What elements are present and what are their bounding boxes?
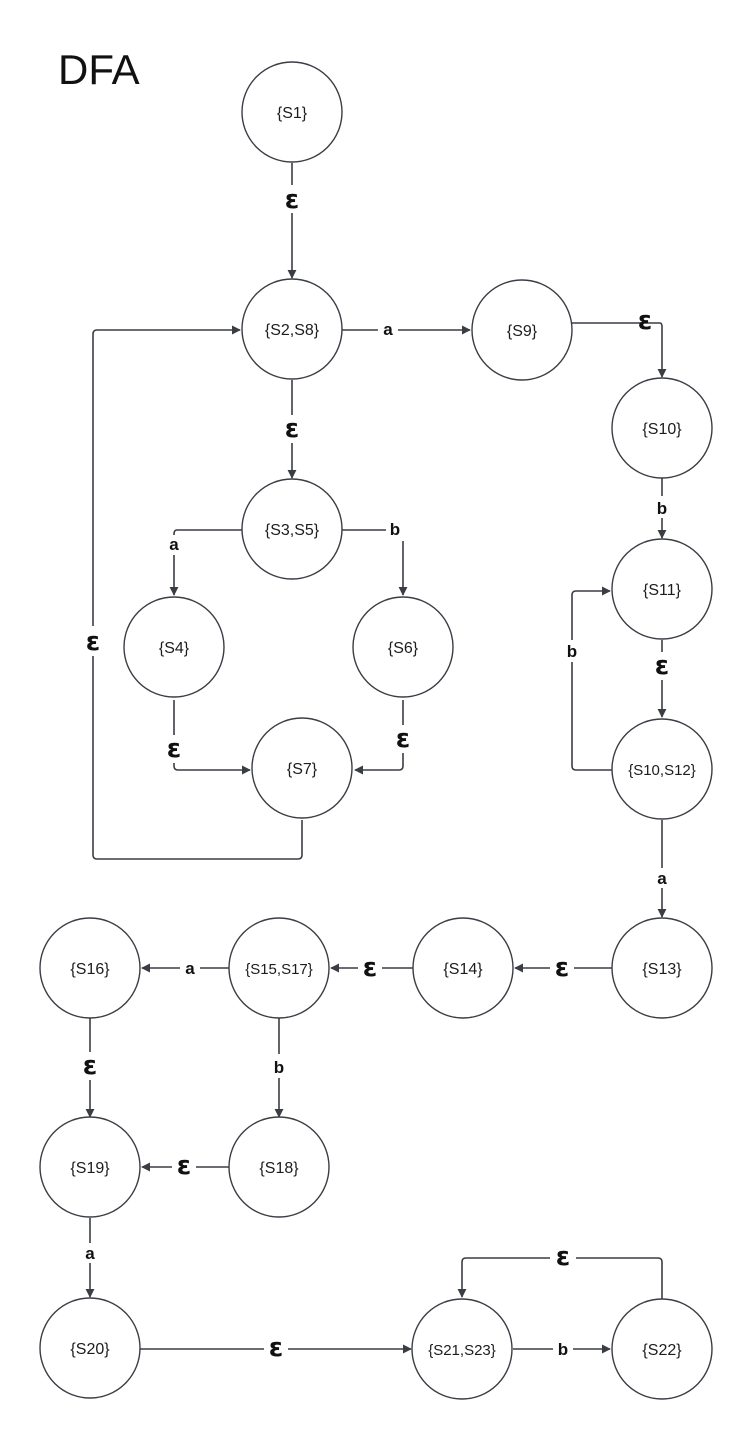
label-s15s17-s18: b [274,1058,284,1077]
state-s14: {S14} [412,917,514,1019]
label-s2s8-s3s5: ε [285,414,299,444]
state-s4: {S4} [123,596,225,698]
label-s21s23-s22: b [558,1340,568,1359]
state-s4-label: {S4} [159,640,190,657]
state-s15-s17-label: {S15,S17} [245,961,313,978]
state-s19: {S19} [39,1116,141,1218]
state-s22: {S22} [611,1298,713,1400]
state-s1-label: {S1} [277,105,308,122]
state-s7-label: {S7} [287,761,318,778]
state-s11: {S11} [611,538,713,640]
state-s11-label: {S11} [643,582,682,599]
state-s10-label: {S10} [642,421,682,438]
edge-s7-to-s2s8 [92,325,303,860]
edge-s4-to-s7 [173,700,251,775]
state-s21-s23: {S21,S23} [411,1298,513,1400]
label-s16-s19: ε [83,1051,97,1081]
label-s18-s19: ε [177,1151,191,1181]
label-s3s5-s6: b [390,520,400,539]
state-s10-s12-label: {S10,S12} [628,762,696,779]
state-s22-label: {S22} [642,1342,682,1359]
label-s15s17-s16: a [185,959,195,978]
label-s20-s21s23: ε [269,1333,283,1363]
label-s7-s2s8: ε [86,627,100,657]
state-s19-label: {S19} [70,1160,110,1177]
label-s1-s2s8: ε [285,185,299,215]
state-s3-s5-label: {S3,S5} [265,522,320,539]
label-s13-s14: ε [555,953,569,983]
state-s2-s8: {S2,S8} [241,278,343,380]
label-s2s8-s9: a [383,320,393,339]
state-s20-label: {S20} [70,1341,110,1358]
label-s14-s15s17: ε [363,953,377,983]
edge-s6-to-s7 [354,700,404,775]
label-s10s12-s13: a [657,869,667,888]
state-s14-label: {S14} [443,961,483,978]
label-s3s5-s4: a [169,535,179,554]
label-s19-s20: a [85,1244,95,1263]
state-s1: {S1} [241,61,343,163]
state-s9: {S9} [471,279,573,381]
state-s13: {S13} [611,917,713,1019]
state-s6: {S6} [352,596,454,698]
state-s6-label: {S6} [388,640,419,657]
label-s6-s7: ε [396,724,410,754]
state-s18: {S18} [228,1116,330,1218]
state-s2-s8-label: {S2,S8} [265,322,320,339]
state-s3-s5: {S3,S5} [241,478,343,580]
state-s10: {S10} [611,377,713,479]
diagram-title: DFA [58,46,140,93]
state-s18-label: {S18} [259,1160,299,1177]
edge-s10s12-to-s11 [571,586,612,771]
state-s16: {S16} [39,917,141,1019]
label-s10s12-s11: b [567,642,577,661]
label-s9-s10: ε [638,306,652,336]
state-s20: {S20} [39,1297,141,1399]
label-s10-s11: b [657,499,667,518]
edge-s9-to-s10 [572,322,667,378]
state-s21-s23-label: {S21,S23} [428,1342,496,1359]
state-s7: {S7} [251,717,353,819]
edge-s3s5-to-s4 [169,529,242,596]
state-s13-label: {S13} [642,961,682,978]
state-s9-label: {S9} [507,323,538,340]
state-s15-s17: {S15,S17} [228,917,330,1019]
label-s4-s7: ε [167,734,181,764]
label-s22-s21s23: ε [556,1242,570,1272]
state-s10-s12: {S10,S12} [611,718,713,820]
state-s16-label: {S16} [70,961,110,978]
label-s11-s10s12: ε [655,651,669,681]
